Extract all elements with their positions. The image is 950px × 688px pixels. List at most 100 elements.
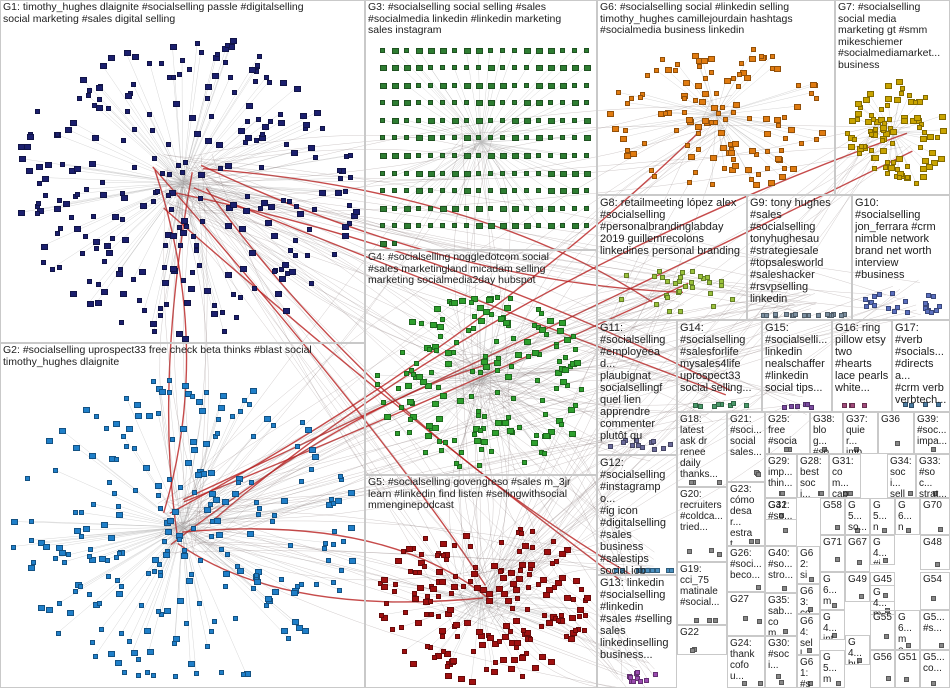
- graph-node: [500, 223, 507, 230]
- graph-node: [792, 312, 798, 318]
- graph-node: [101, 289, 109, 296]
- graph-node: [871, 155, 879, 162]
- graph-edge: [480, 49, 539, 143]
- graph-node: [478, 446, 484, 452]
- graph-edge: [182, 182, 335, 255]
- graph-edge: [480, 49, 503, 143]
- graph-edge: [715, 106, 796, 115]
- graph-node: [939, 643, 945, 648]
- graph-node: [677, 308, 683, 314]
- graph-node: [572, 347, 578, 353]
- graph-node: [512, 65, 517, 71]
- graph-edge: [471, 120, 879, 627]
- graph-node: [433, 305, 441, 312]
- graph-node: [392, 241, 397, 246]
- graph-node: [521, 542, 529, 549]
- graph-edge: [480, 379, 546, 436]
- graph-edge: [181, 296, 905, 517]
- graph-node: [931, 447, 937, 452]
- graph-node: [584, 100, 589, 106]
- group-g25: G25: free #social...: [765, 412, 810, 454]
- graph-node: [157, 305, 163, 311]
- group-label: G4... int...: [823, 612, 842, 640]
- graph-node: [432, 654, 437, 660]
- graph-node: [868, 131, 874, 137]
- graph-node: [452, 65, 457, 71]
- graph-node: [400, 548, 406, 554]
- graph-edge: [715, 114, 817, 140]
- graph-node: [114, 457, 120, 463]
- graph-edge: [471, 134, 510, 615]
- graph-edge: [480, 598, 561, 616]
- graph-node: [554, 344, 560, 350]
- graph-node: [177, 536, 183, 542]
- graph-node: [689, 480, 695, 485]
- graph-edge: [480, 540, 553, 599]
- graph-node: [687, 180, 693, 186]
- graph-node: [547, 658, 555, 665]
- graph-node: [532, 323, 538, 329]
- graph-node: [748, 539, 754, 544]
- graph-node: [896, 156, 904, 163]
- graph-node: [197, 557, 203, 563]
- graph-node: [244, 134, 252, 141]
- graph-edge: [180, 188, 488, 359]
- graph-node: [835, 525, 841, 531]
- graph-edge: [480, 142, 587, 173]
- graph-edge: [206, 413, 709, 538]
- graph-node: [514, 640, 522, 647]
- graph-node: [92, 654, 98, 660]
- graph-edge: [429, 348, 482, 380]
- graph-node: [674, 127, 680, 133]
- graph-node: [222, 499, 230, 506]
- graph-edge: [480, 598, 567, 637]
- graph-node: [398, 625, 404, 631]
- group-g37: G37: quier... impa...: [843, 412, 878, 454]
- graph-node: [194, 671, 200, 677]
- group-label: G12: #socialselling #instagrampo... #ig …: [600, 457, 667, 575]
- graph-node: [524, 153, 531, 160]
- graph-node: [404, 65, 411, 72]
- graph-node: [380, 153, 387, 160]
- graph-node: [119, 216, 125, 222]
- graph-node: [481, 438, 489, 445]
- graph-node: [572, 47, 577, 53]
- graph-node: [180, 277, 186, 283]
- graph-edge: [182, 182, 300, 214]
- graph-node: [416, 100, 421, 106]
- graph-node: [568, 407, 576, 414]
- graph-node: [440, 100, 445, 106]
- graph-node: [207, 470, 215, 477]
- graph-edge: [58, 526, 183, 547]
- graph-edge: [465, 369, 627, 583]
- graph-edge: [480, 142, 575, 156]
- graph-node: [698, 403, 704, 409]
- group-g34: G34: soci... selli...: [887, 454, 916, 498]
- graph-node: [212, 73, 220, 80]
- group-g6: G6: #socialselling social #linkedin sell…: [597, 0, 835, 195]
- graph-node: [871, 303, 877, 309]
- graph-node: [730, 297, 736, 303]
- group-label: G51: [898, 652, 917, 663]
- graph-node: [452, 135, 457, 141]
- graph-edge: [500, 593, 618, 675]
- graph-node: [264, 415, 272, 422]
- graph-node: [99, 555, 107, 562]
- graph-node: [308, 446, 316, 453]
- graph-edge: [182, 424, 274, 528]
- graph-node: [853, 447, 859, 452]
- graph-node: [538, 311, 544, 317]
- graph-node: [470, 368, 476, 374]
- graph-node: [765, 148, 771, 154]
- graph-node: [343, 188, 349, 194]
- graph-node: [420, 379, 428, 386]
- graph-node: [464, 170, 471, 177]
- graph-node: [168, 190, 176, 197]
- group-label: G7: #socialselling social media marketin…: [838, 1, 941, 71]
- graph-edge: [480, 49, 575, 143]
- graph-node: [186, 67, 192, 73]
- graph-node: [87, 546, 93, 552]
- graph-node: [352, 208, 360, 215]
- graph-node: [539, 398, 545, 404]
- graph-node: [482, 414, 488, 420]
